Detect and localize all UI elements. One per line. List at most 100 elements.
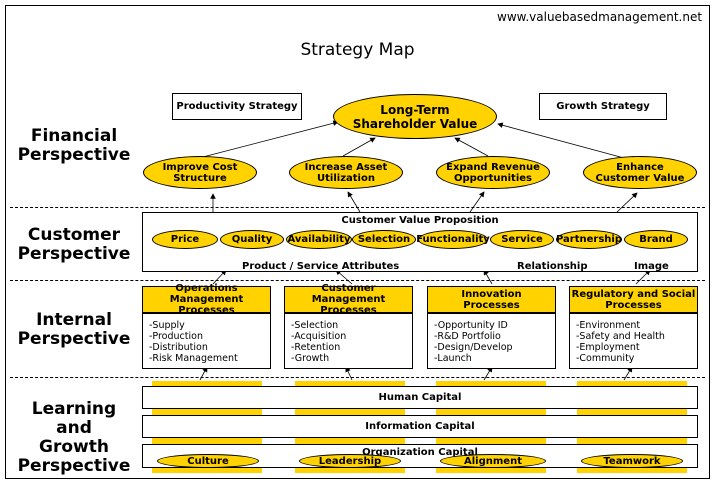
oval-line: Opportunities — [453, 172, 532, 184]
process-item: -Risk Management — [149, 353, 238, 364]
process-item: -Opportunity ID — [434, 320, 508, 331]
arrow — [483, 269, 493, 285]
oval-line: Enhance — [616, 161, 664, 173]
process-item: -Growth — [291, 353, 330, 364]
process-item: -Environment — [576, 320, 641, 331]
org-item-teamwork: Teamwork — [581, 454, 683, 468]
image-label: Image — [634, 261, 669, 272]
arrow — [212, 269, 227, 285]
process-item: -Production — [149, 331, 203, 342]
process-item: -Safety and Health — [576, 331, 665, 342]
process-item: -Distribution — [149, 342, 208, 353]
long-term-shareholder-value-oval: Long-Term Shareholder Value — [333, 94, 497, 139]
separator-internal-learning — [10, 377, 705, 378]
oval-line: Improve Cost — [162, 161, 238, 173]
attribute-selection: Selection — [352, 230, 416, 249]
process-item: -Launch — [434, 353, 472, 364]
oval-line: Increase Asset — [304, 161, 388, 173]
perspective-label-line: Financial — [30, 126, 118, 146]
attribute-availability: Availability — [286, 230, 352, 249]
learning-perspective-label: Learning and Growth Perspective — [12, 400, 136, 476]
productivity-strategy-box: Productivity Strategy — [172, 93, 302, 120]
process-title-line: Operations Management — [169, 283, 244, 305]
oval-line: Long-Term — [380, 102, 450, 117]
oval-line: Structure — [173, 172, 227, 184]
perspective-label-line: Customer — [27, 225, 121, 245]
arrow-lines — [198, 120, 651, 381]
process-innovation-body: -Opportunity ID -R&D Portfolio -Design/D… — [427, 313, 556, 369]
process-title-line: Processes — [463, 299, 520, 311]
arrow — [335, 269, 353, 285]
human-capital-bar: Human Capital — [142, 386, 698, 409]
site-url: www.valuebasedmanagement.net — [497, 10, 703, 24]
arrow — [483, 366, 493, 381]
process-item: -R&D Portfolio — [434, 331, 501, 342]
org-item-alignment: Alignment — [440, 454, 546, 468]
process-title-line: Processes — [605, 299, 662, 311]
relationship-label: Relationship — [517, 261, 588, 272]
process-title-line: Processes — [178, 305, 235, 316]
customer-perspective-label: Customer Perspective — [14, 226, 134, 264]
perspective-label-line: Growth — [39, 437, 109, 457]
process-item: -Employment — [576, 342, 640, 353]
process-item: -Design/Develop — [434, 342, 513, 353]
oval-line: Customer Value — [595, 172, 685, 184]
attribute-brand: Brand — [624, 230, 688, 249]
arrow — [198, 120, 339, 159]
perspective-label-line: Internal — [36, 310, 112, 330]
process-item: -Acquisition — [291, 331, 347, 342]
perspective-label-line: Perspective — [17, 244, 131, 264]
arrow — [345, 366, 353, 381]
perspective-label-line: Perspective — [17, 329, 131, 349]
arrow — [342, 137, 376, 157]
attribute-price: Price — [152, 230, 218, 249]
arrow — [497, 122, 625, 159]
process-title-line: Regulatory and Social — [571, 288, 696, 300]
arrow — [469, 191, 485, 213]
org-item-culture: Culture — [157, 454, 259, 468]
growth-strategy-box: Growth Strategy — [539, 93, 667, 120]
arrow — [635, 269, 651, 285]
customer-value-proposition-heading: Customer Value Proposition — [341, 215, 499, 226]
separator-customer-internal — [10, 280, 705, 281]
internal-perspective-label: Internal Perspective — [14, 311, 134, 349]
product-service-attributes-label: Product / Service Attributes — [242, 261, 400, 272]
productivity-strategy-label: Productivity Strategy — [176, 101, 298, 112]
arrow — [454, 137, 489, 157]
org-item-leadership: Leadership — [299, 454, 401, 468]
arrow — [199, 366, 208, 381]
process-item: -Selection — [291, 320, 339, 331]
growth-strategy-label: Growth Strategy — [556, 101, 650, 112]
process-operations-management-body: -Supply -Production -Distribution -Risk … — [142, 313, 271, 369]
arrow — [616, 192, 638, 213]
process-title-line: Processes — [320, 305, 377, 316]
perspective-label-line: Perspective — [17, 456, 131, 476]
perspective-label-line: Perspective — [17, 145, 131, 165]
oval-line: Utilization — [317, 172, 375, 184]
arrow — [623, 366, 633, 381]
process-item: -Retention — [291, 342, 341, 353]
attribute-partnership: Partnership — [556, 230, 622, 249]
process-title-line: Customer Management — [311, 283, 386, 305]
attribute-functionality: Functionality — [416, 230, 490, 249]
process-regulatory-social-body: -Environment -Safety and Health -Employm… — [569, 313, 698, 369]
process-item: -Supply — [149, 320, 185, 331]
process-item: -Community — [576, 353, 635, 364]
process-title-line: Innovation — [461, 288, 522, 300]
attribute-service: Service — [490, 230, 554, 249]
information-capital-bar: Information Capital — [142, 415, 698, 438]
oval-line: Shareholder Value — [352, 116, 478, 131]
perspective-label-line: Learning and — [31, 399, 117, 438]
attribute-quality: Quality — [220, 230, 284, 249]
process-customer-management-body: -Selection -Acquisition -Retention -Grow… — [284, 313, 413, 369]
financial-perspective-label: Financial Perspective — [14, 127, 134, 165]
arrow — [347, 191, 361, 213]
